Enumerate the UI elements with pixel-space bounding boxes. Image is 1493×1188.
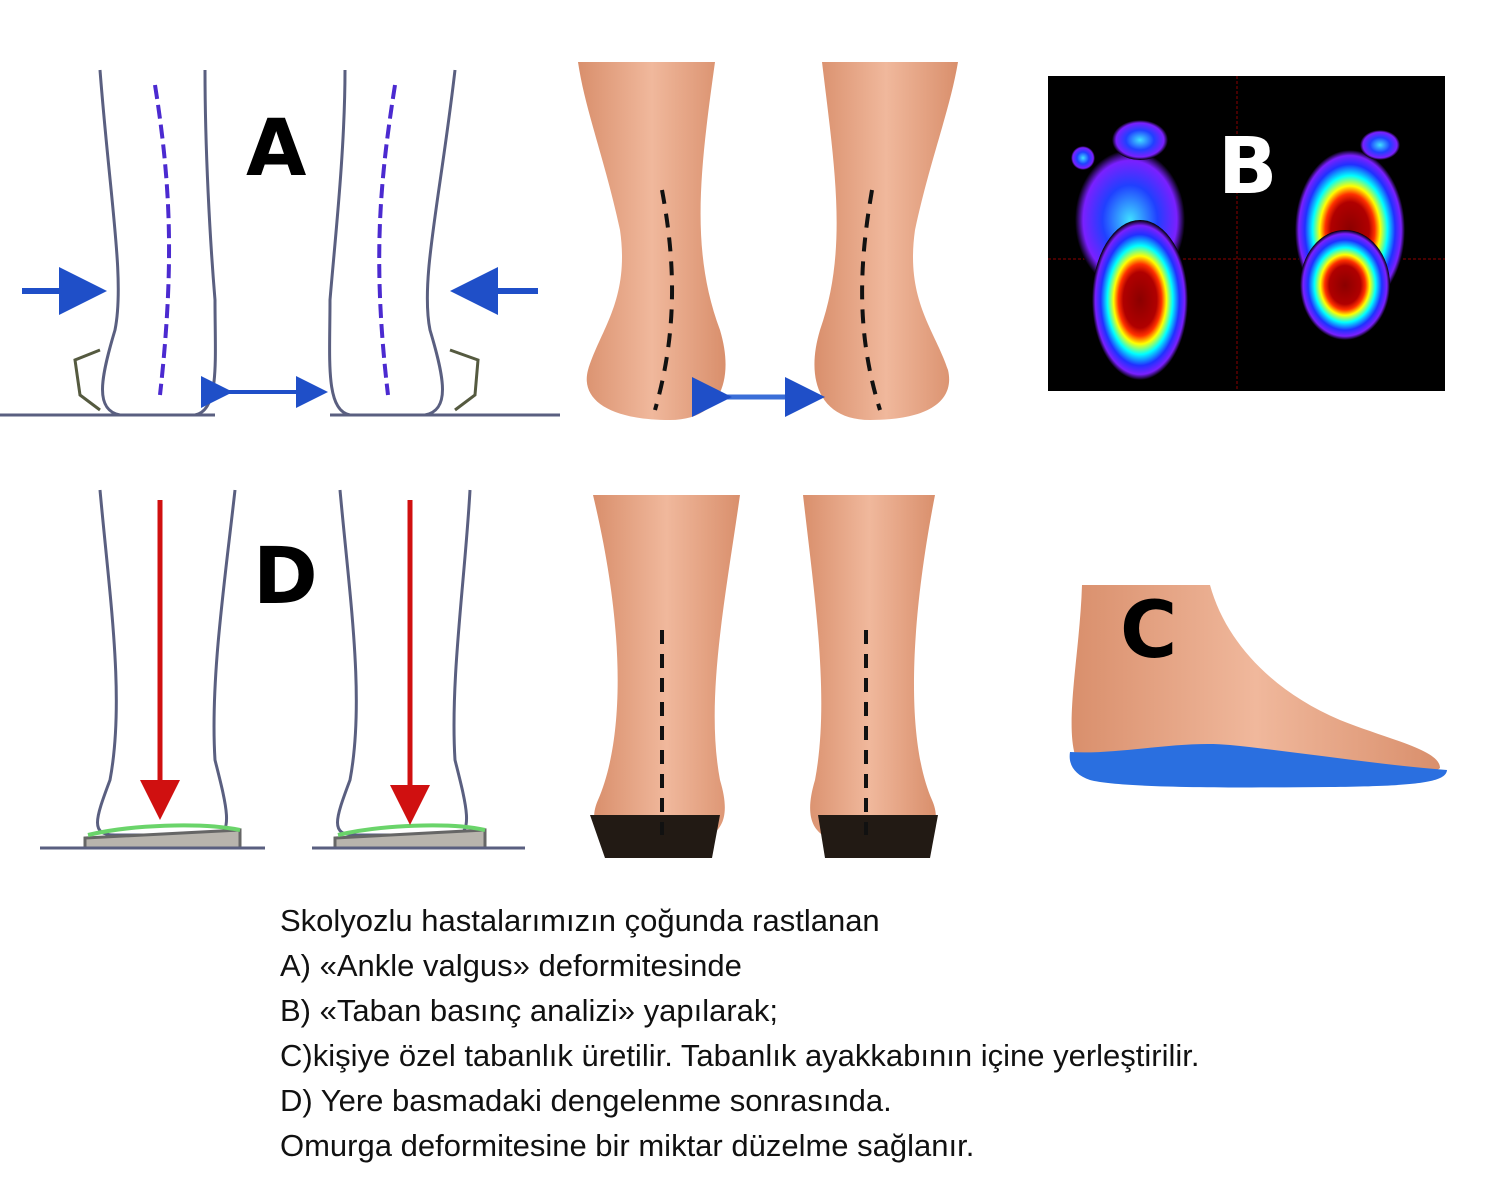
caption-text: Skolyozlu hastalarımızın çoğunda rastlan… — [280, 898, 1200, 1168]
caption-line: C)kişiye özel tabanlık üretilir. Tabanlı… — [280, 1038, 1200, 1073]
caption-line: B) «Taban basınç analizi» yapılarak; — [280, 993, 779, 1028]
panel-label-b: B — [1218, 122, 1278, 212]
panel-label-c: C — [1120, 586, 1178, 676]
heels-valgus-photo — [578, 62, 958, 420]
caption-line: Omurga deformitesine bir miktar düzelme … — [280, 1128, 975, 1163]
foot-insole-photo — [1069, 585, 1447, 788]
caption-line: A) «Ankle valgus» deformitesinde — [280, 948, 742, 983]
pressure-heatmap — [1048, 76, 1445, 391]
caption-line: Skolyozlu hastalarımızın çoğunda rastlan… — [280, 903, 880, 938]
ankle-valgus-drawing — [0, 69, 560, 417]
caption-line: D) Yere basmadaki dengelenme sonrasında. — [280, 1083, 892, 1118]
panel-label-a: A — [246, 104, 307, 194]
panel-label-d: D — [253, 532, 318, 622]
insole-correction-drawing — [40, 489, 525, 850]
heels-corrected-photo — [590, 495, 938, 858]
